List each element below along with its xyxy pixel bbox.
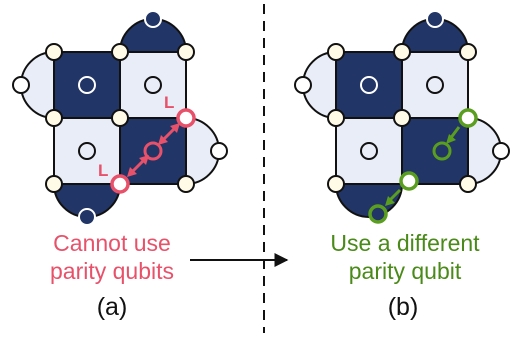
parity-qubit bbox=[426, 10, 444, 28]
parity-qubit bbox=[360, 142, 378, 160]
parity-qubit-chosen bbox=[368, 204, 388, 224]
parity-qubit bbox=[78, 76, 96, 94]
parity-qubit bbox=[492, 142, 510, 160]
parity-qubit-blocked bbox=[143, 141, 163, 161]
panel-a-label: (a) bbox=[96, 293, 128, 321]
panel-b-surface-code bbox=[294, 10, 510, 224]
plaquette-light bbox=[119, 51, 187, 119]
data-qubits bbox=[327, 43, 477, 193]
data-qubit bbox=[393, 109, 411, 127]
plaquette-light bbox=[335, 117, 403, 185]
leaked-data-qubit bbox=[176, 108, 196, 128]
swap-direction-icon bbox=[127, 123, 180, 177]
leakage-marker-bottom: L bbox=[98, 161, 108, 180]
panel-b-caption-line1: Use a different bbox=[330, 230, 480, 256]
data-qubit bbox=[177, 175, 195, 193]
data-qubit bbox=[45, 43, 63, 61]
plaquette-dark bbox=[53, 51, 121, 119]
data-qubit bbox=[111, 43, 129, 61]
data-qubit bbox=[327, 109, 345, 127]
data-qubit bbox=[111, 109, 129, 127]
data-qubit bbox=[459, 175, 477, 193]
data-qubit bbox=[45, 175, 63, 193]
parity-qubit bbox=[360, 76, 378, 94]
data-qubit bbox=[327, 43, 345, 61]
data-qubit bbox=[177, 43, 195, 61]
parity-qubit bbox=[78, 208, 96, 226]
parity-qubit bbox=[294, 76, 312, 94]
parity-qubit bbox=[78, 142, 96, 160]
panel-b-caption-line2: parity qubit bbox=[348, 258, 462, 284]
parity-qubit bbox=[144, 10, 162, 28]
panel-a-caption: Cannot use parity qubits bbox=[12, 229, 212, 285]
plaquette-light bbox=[53, 117, 121, 185]
parity-qubit bbox=[144, 76, 162, 94]
data-qubit bbox=[393, 43, 411, 61]
panel-a-caption-line1: Cannot use bbox=[53, 230, 171, 256]
leaked-data-qubit bbox=[399, 171, 419, 191]
panel-a-caption-line2: parity qubits bbox=[49, 258, 174, 284]
swap-direction-icon bbox=[385, 126, 461, 206]
data-qubit bbox=[45, 109, 63, 127]
leaked-data-qubit bbox=[458, 108, 478, 128]
parity-qubit bbox=[12, 76, 30, 94]
plaquette-light bbox=[401, 51, 469, 119]
panel-a-surface-code: L L bbox=[12, 10, 228, 226]
parity-qubit-chosen bbox=[432, 141, 452, 161]
leakage-marker-top: L bbox=[164, 93, 174, 112]
data-qubits bbox=[45, 43, 195, 193]
parity-qubit bbox=[426, 76, 444, 94]
data-qubit bbox=[327, 175, 345, 193]
plaquette-dark bbox=[335, 51, 403, 119]
leaked-data-qubit bbox=[110, 174, 130, 194]
parity-qubit bbox=[210, 142, 228, 160]
panel-b-caption: Use a different parity qubit bbox=[305, 229, 505, 285]
data-qubit bbox=[459, 43, 477, 61]
panel-b-label: (b) bbox=[387, 293, 419, 321]
